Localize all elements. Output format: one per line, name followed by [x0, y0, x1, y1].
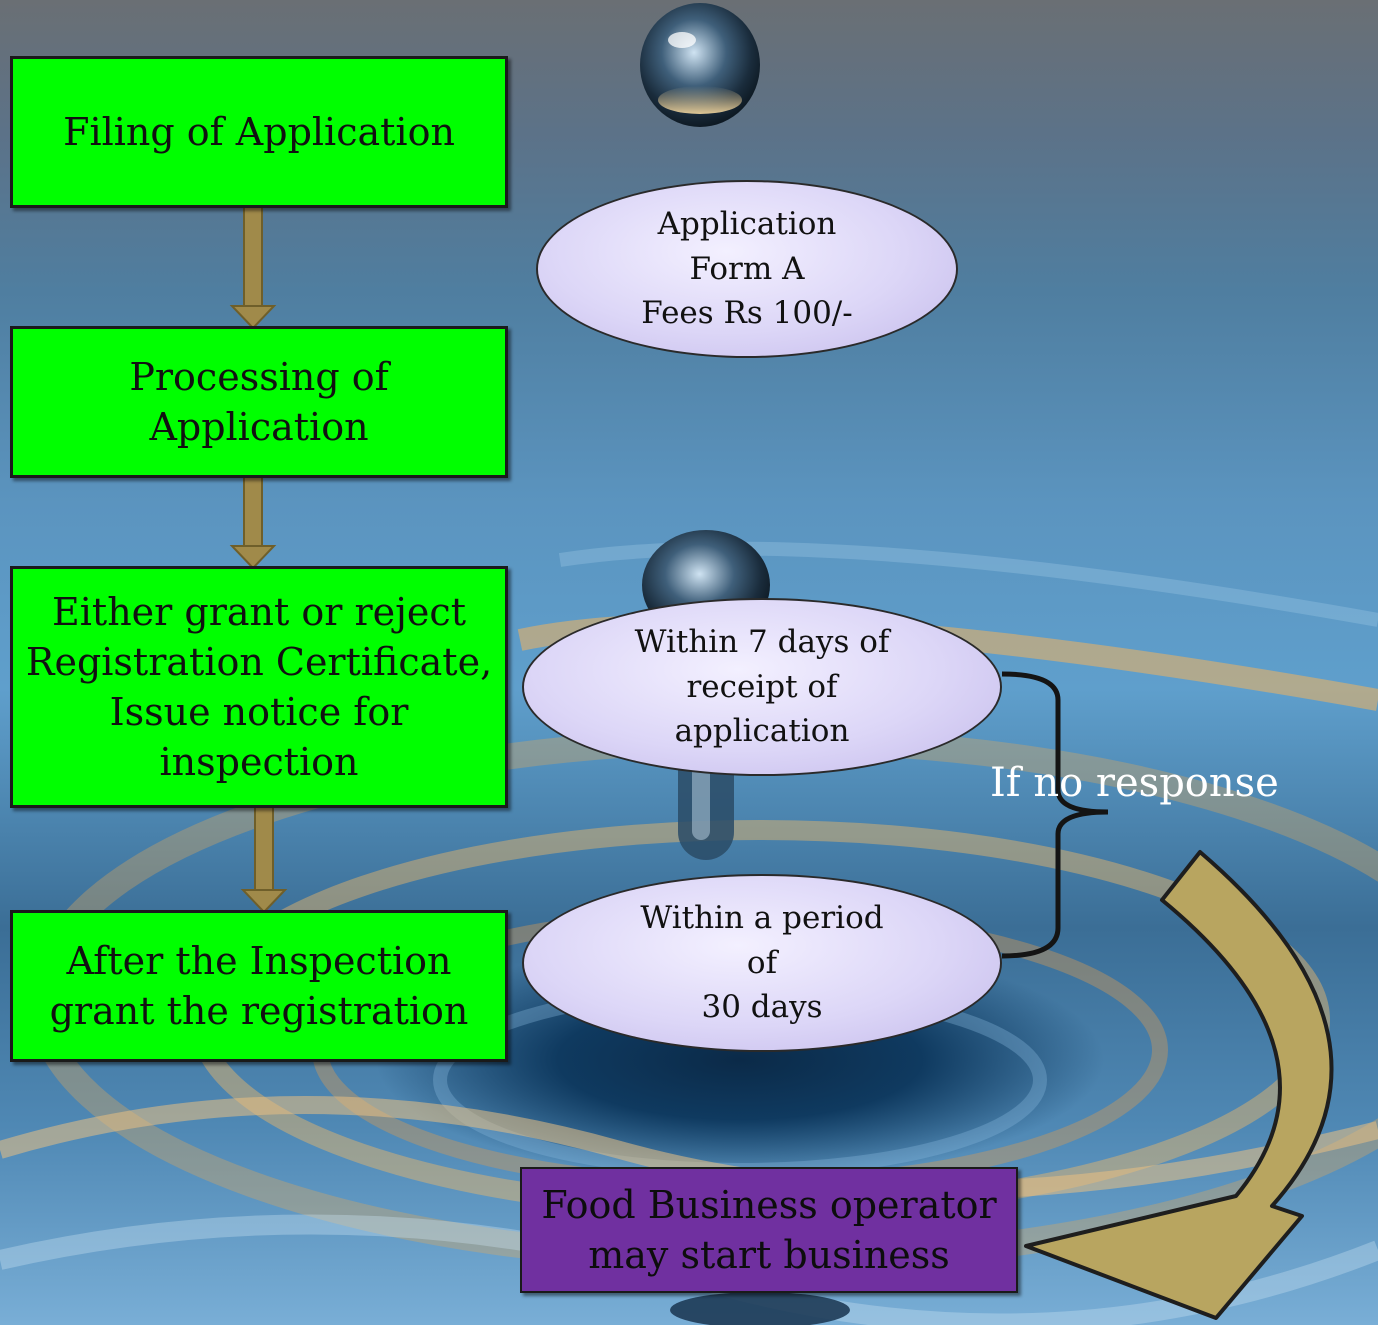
arrow-down-2 [229, 475, 277, 570]
curly-brace [1001, 671, 1109, 959]
note-thirty-days-text: Within a period of 30 days [640, 899, 884, 1026]
step-inspection-grant-registration: After the Inspection grant the registrat… [10, 910, 508, 1062]
arrow-down-3 [240, 805, 288, 914]
step-inspection-grant-registration-label: After the Inspection grant the registrat… [49, 938, 469, 1033]
outcome-start-business: Food Business operator may start busines… [520, 1167, 1018, 1293]
note-thirty-days: Within a period of 30 days [522, 874, 1002, 1052]
note-application-form-text: Application Form A Fees Rs 100/- [641, 205, 853, 332]
step-processing-application-label: Processing of Application [129, 354, 389, 449]
note-application-form: Application Form A Fees Rs 100/- [536, 180, 958, 358]
note-seven-days-text: Within 7 days of receipt of application [634, 623, 890, 750]
outcome-start-business-label: Food Business operator may start busines… [541, 1182, 997, 1277]
note-seven-days: Within 7 days of receipt of application [522, 598, 1002, 776]
no-response-label: If no response [990, 760, 1279, 806]
step-filing-application-label: Filing of Application [63, 109, 455, 154]
step-grant-reject-certificate-label: Either grant or reject Registration Cert… [25, 589, 493, 785]
curved-arrow [1024, 850, 1334, 1320]
arrow-down-1 [229, 205, 277, 330]
step-processing-application: Processing of Application [10, 326, 508, 478]
step-grant-reject-certificate: Either grant or reject Registration Cert… [10, 566, 508, 808]
step-filing-application: Filing of Application [10, 56, 508, 208]
